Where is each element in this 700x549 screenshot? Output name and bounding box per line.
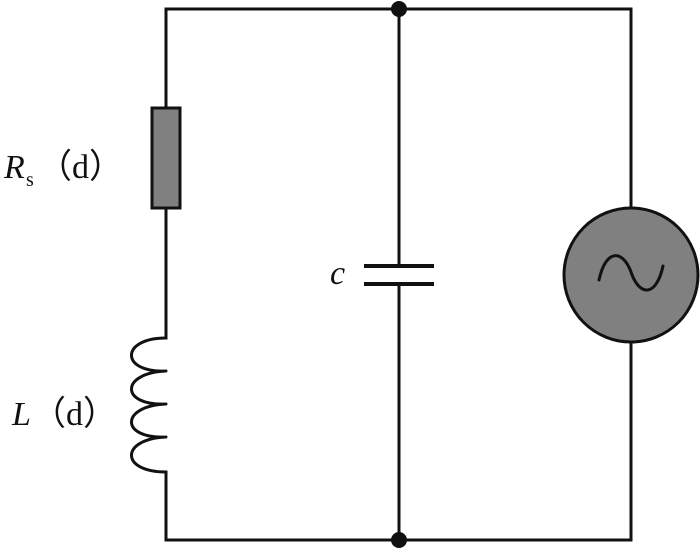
inductor-icon [130, 336, 168, 474]
bottom-junction-dot [391, 532, 407, 548]
resistor-icon [150, 106, 182, 210]
inductor-symbol: L [11, 396, 31, 433]
capacitor-label: c [330, 255, 345, 292]
resistor-argument: （d） [38, 148, 123, 186]
resistor-subscript: s [26, 169, 34, 191]
top-junction-dot [391, 1, 407, 17]
inductor-label: L （d） [11, 395, 117, 433]
wires [164, 7, 633, 542]
ac-wave-icon [597, 254, 665, 292]
resistor-label: R s （d） [3, 148, 123, 191]
capacitor-icon [364, 264, 434, 286]
ac-source-icon [562, 206, 700, 344]
resistor-symbol: R [3, 149, 25, 186]
inductor-argument: （d） [32, 395, 117, 433]
